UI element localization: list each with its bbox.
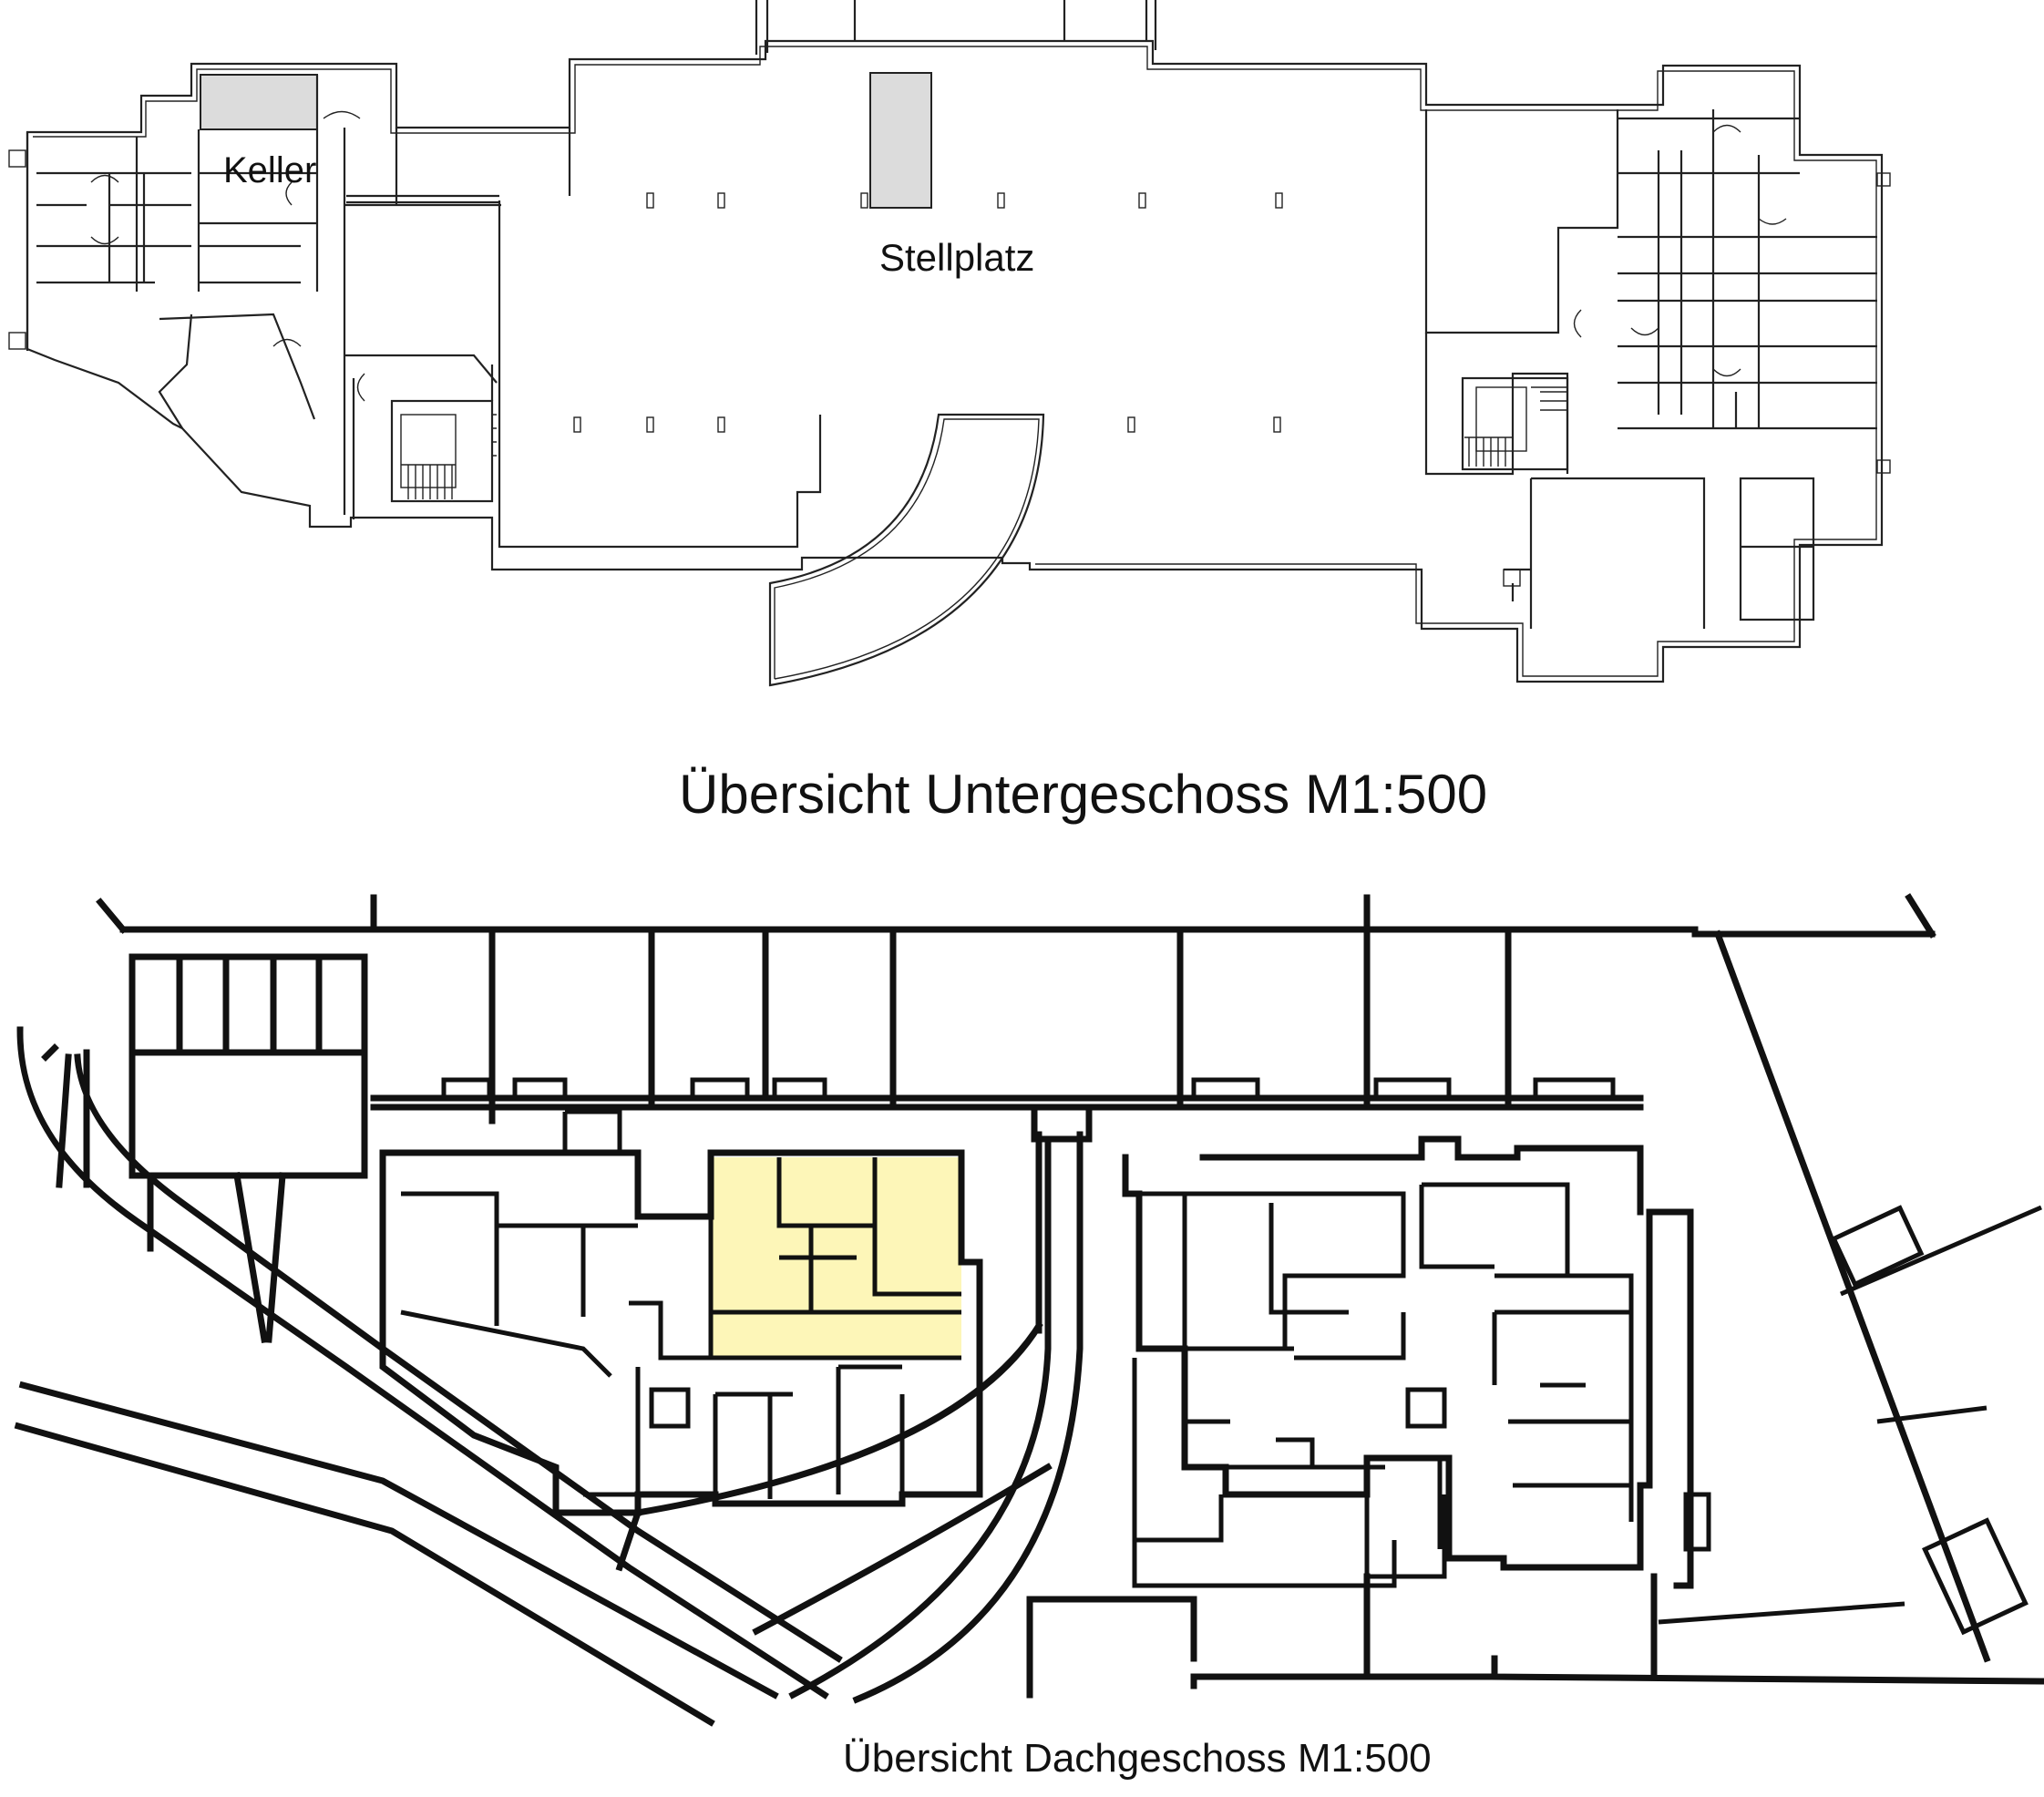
stellplatz-label: Stellplatz xyxy=(879,236,1034,279)
basement-plan: Keller Stellplatz xyxy=(8,0,1891,687)
attic-caption: Übersicht Dachgeschoss M1:500 xyxy=(843,1736,1432,1781)
basement-caption: Übersicht Untergeschoss M1:500 xyxy=(679,764,1487,825)
attic-plan xyxy=(14,893,2044,1727)
keller-shaded-room xyxy=(200,74,318,130)
basement-outline xyxy=(26,39,1884,683)
ramp-curve xyxy=(768,413,1045,687)
parking-shaded-block xyxy=(869,72,932,209)
keller-label: Keller xyxy=(223,150,316,190)
